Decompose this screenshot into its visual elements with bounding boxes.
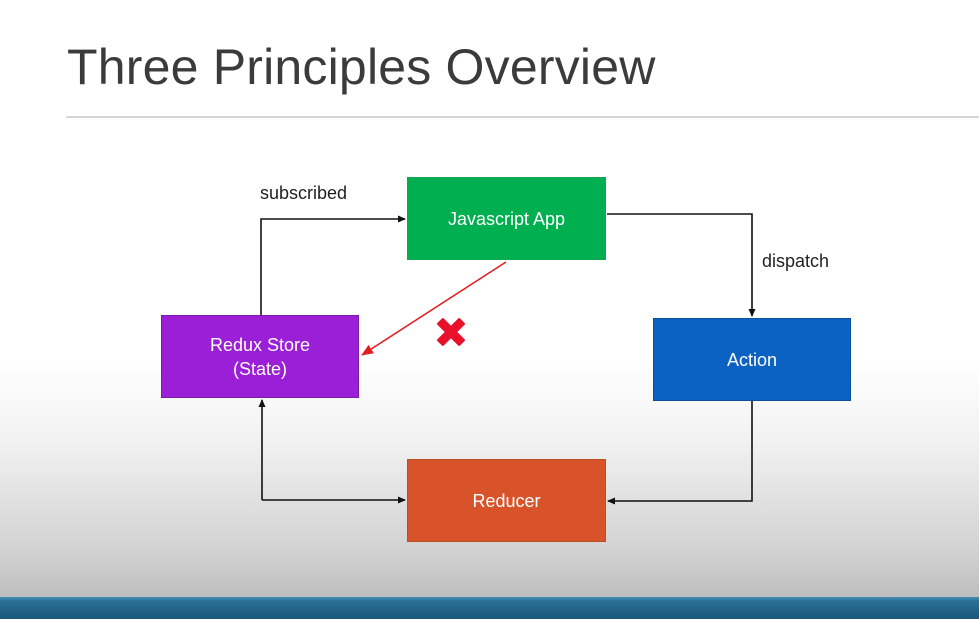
edge-subscribed: [260, 215, 406, 315]
node-javascript-app-label: Javascript App: [447, 208, 566, 229]
edge-action-to-reducer: [607, 401, 753, 505]
edge-dispatch: [607, 213, 756, 317]
slide-bottom-bar: [0, 597, 979, 619]
cross-icon: [437, 318, 465, 346]
node-redux-store-label: Redux Store (State): [210, 333, 310, 381]
node-action-label: Action: [726, 349, 778, 370]
node-redux-store-label-line1: Redux Store: [209, 334, 311, 355]
node-redux-store: Redux Store (State): [161, 315, 359, 398]
title-divider: [66, 116, 979, 118]
edge-label-subscribed: subscribed: [260, 183, 348, 203]
edge-label-dispatch: dispatch: [762, 251, 830, 271]
node-reducer: Reducer: [407, 459, 606, 542]
node-action: Action: [653, 318, 851, 401]
node-javascript-app: Javascript App: [407, 177, 606, 260]
node-reducer-label: Reducer: [472, 490, 541, 511]
slide-title: Three Principles Overview: [67, 39, 656, 95]
edge-direct-mutation: [361, 261, 507, 356]
node-redux-store-label-line2: (State): [232, 358, 288, 379]
